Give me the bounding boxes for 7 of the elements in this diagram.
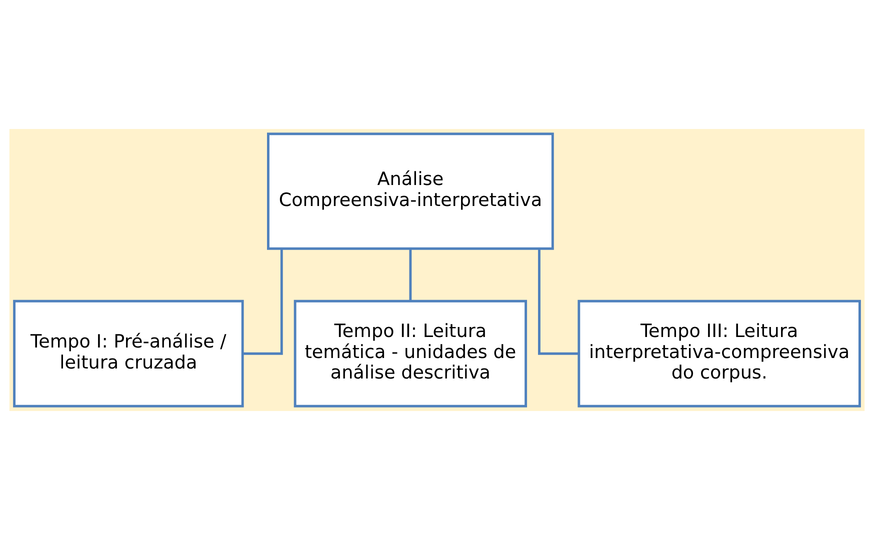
connector <box>242 248 283 354</box>
connector <box>409 248 412 300</box>
node-box: Tempo I: Pré-análise / leitura cruzada <box>13 299 244 407</box>
node-box: Tempo II: Leitura temática - unidades de análise descritiva <box>294 299 528 407</box>
node-box: Análise Compreensiva-interpretativa <box>267 132 554 250</box>
node-box: Tempo III: Leitura interpretativa-compreensiva do corpus. <box>578 299 861 407</box>
connector <box>538 248 579 354</box>
